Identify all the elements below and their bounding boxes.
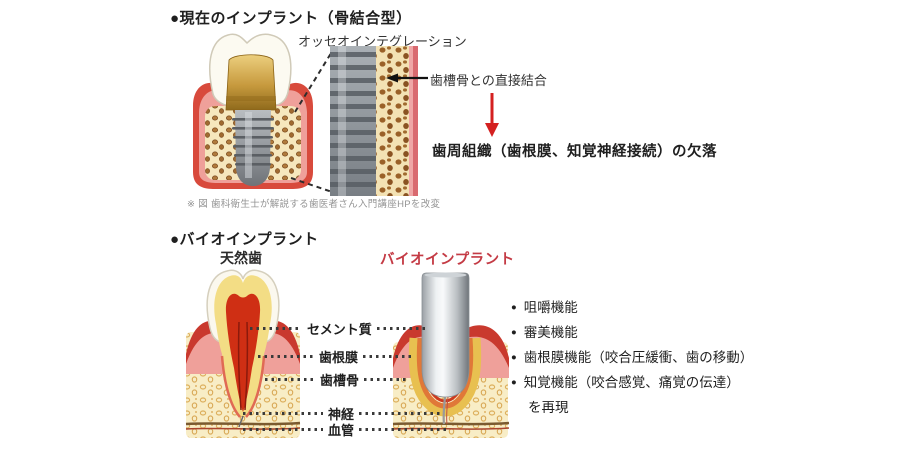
root-canals <box>237 321 249 411</box>
feature-item-aesthetics: ● 審美機能 <box>511 320 753 345</box>
dotted-leader <box>243 428 323 431</box>
dotted-leader <box>265 378 315 381</box>
direct-bond-label: 歯槽骨との直接結合 <box>430 73 547 88</box>
implant-cylinder <box>421 272 470 398</box>
dotted-leader <box>359 428 448 431</box>
bullet-icon: ● <box>511 352 517 363</box>
anatomy-label: 歯槽骨 <box>320 373 360 388</box>
dotted-leader <box>243 412 323 415</box>
feature-label: 咀嚼機能 <box>523 300 578 315</box>
arrow-left-icon <box>386 73 428 83</box>
anatomy-label: セメント質 <box>307 322 372 337</box>
bullet-icon: ● <box>511 302 517 313</box>
dotted-leader <box>250 327 302 330</box>
bone-interface-inset-illustration <box>330 46 418 196</box>
feature-item-mastication: ● 咀嚼機能 <box>511 295 753 320</box>
section-heading-current-implant: ●現在のインプラント（骨結合型） <box>170 10 412 27</box>
vessel-tail <box>446 396 449 425</box>
feature-label: 歯根膜機能（咬合圧緩衝、歯の移動） <box>523 350 754 365</box>
anatomy-row-cementum: セメント質 <box>250 319 425 338</box>
bullet-icon: ● <box>511 377 517 388</box>
natural-tooth-label: 天然歯 <box>220 250 262 266</box>
cylinder-top <box>424 272 467 278</box>
feature-item-sensory-function: ● 知覚機能（咬合感覚、痛覚の伝達） <box>511 370 753 395</box>
osseointegration-label: オッセオインテグレーション <box>298 34 467 49</box>
dotted-leader <box>359 412 444 415</box>
feature-label: 審美機能 <box>523 325 578 340</box>
anatomy-row-alveolar-bone: 歯槽骨 <box>265 370 409 389</box>
magnifier-dashed-connector <box>290 49 336 194</box>
section-heading-bio-implant: ●バイオインプラント <box>170 231 319 248</box>
pulp <box>225 293 261 412</box>
anatomy-label: 歯根膜 <box>319 350 359 365</box>
dotted-leader <box>363 355 414 358</box>
anatomy-label: 血管 <box>328 423 355 438</box>
feature-suffix: を再現 <box>528 400 569 415</box>
periodontal-defect-label: 歯周組織（歯根膜、知覚神経接続）の欠落 <box>432 144 717 160</box>
screw-threads <box>232 118 274 166</box>
implant-thread-bands <box>330 52 376 187</box>
anatomy-row-nerve: 神経 <box>243 404 444 423</box>
implant-highlight <box>338 46 346 196</box>
screw-highlight <box>245 112 252 178</box>
anatomy-row-blood-vessel: 血管 <box>243 420 448 439</box>
feature-item-periodontal-function: ● 歯根膜機能（咬合圧緩衝、歯の移動） <box>511 345 753 370</box>
anatomy-label: 神経 <box>328 407 355 422</box>
blood-vessel-line <box>185 421 301 426</box>
red-down-arrow-icon <box>485 93 499 137</box>
bio-implant-label: バイオインプラント <box>380 252 515 268</box>
dotted-leader <box>376 327 425 330</box>
gum-strip-dark <box>413 46 418 196</box>
dotted-leader <box>258 355 314 358</box>
implant-screw <box>235 110 271 186</box>
nerve-tail <box>238 415 244 428</box>
dotted-leader <box>364 378 409 381</box>
figure-source-caption: ※ 図 歯科衛生士が解説する歯医者さん入門講座HPを改変 <box>187 199 441 210</box>
anatomy-row-periodontal-membrane: 歯根膜 <box>258 347 414 366</box>
feature-label: 知覚機能（咬合感覚、痛覚の伝達） <box>523 375 740 390</box>
bio-implant-feature-list: ● 咀嚼機能 ● 審美機能 ● 歯根膜機能（咬合圧緩衝、歯の移動） ● 知覚機能… <box>511 295 753 420</box>
trabecular-bone <box>376 46 409 196</box>
gold-abutment <box>225 54 277 111</box>
implant-cross-section-illustration <box>193 33 313 189</box>
bullet-icon: ● <box>511 327 517 338</box>
abutment-band <box>226 96 276 101</box>
blood-vessel-line <box>392 421 510 426</box>
nerve-tail <box>442 396 447 425</box>
